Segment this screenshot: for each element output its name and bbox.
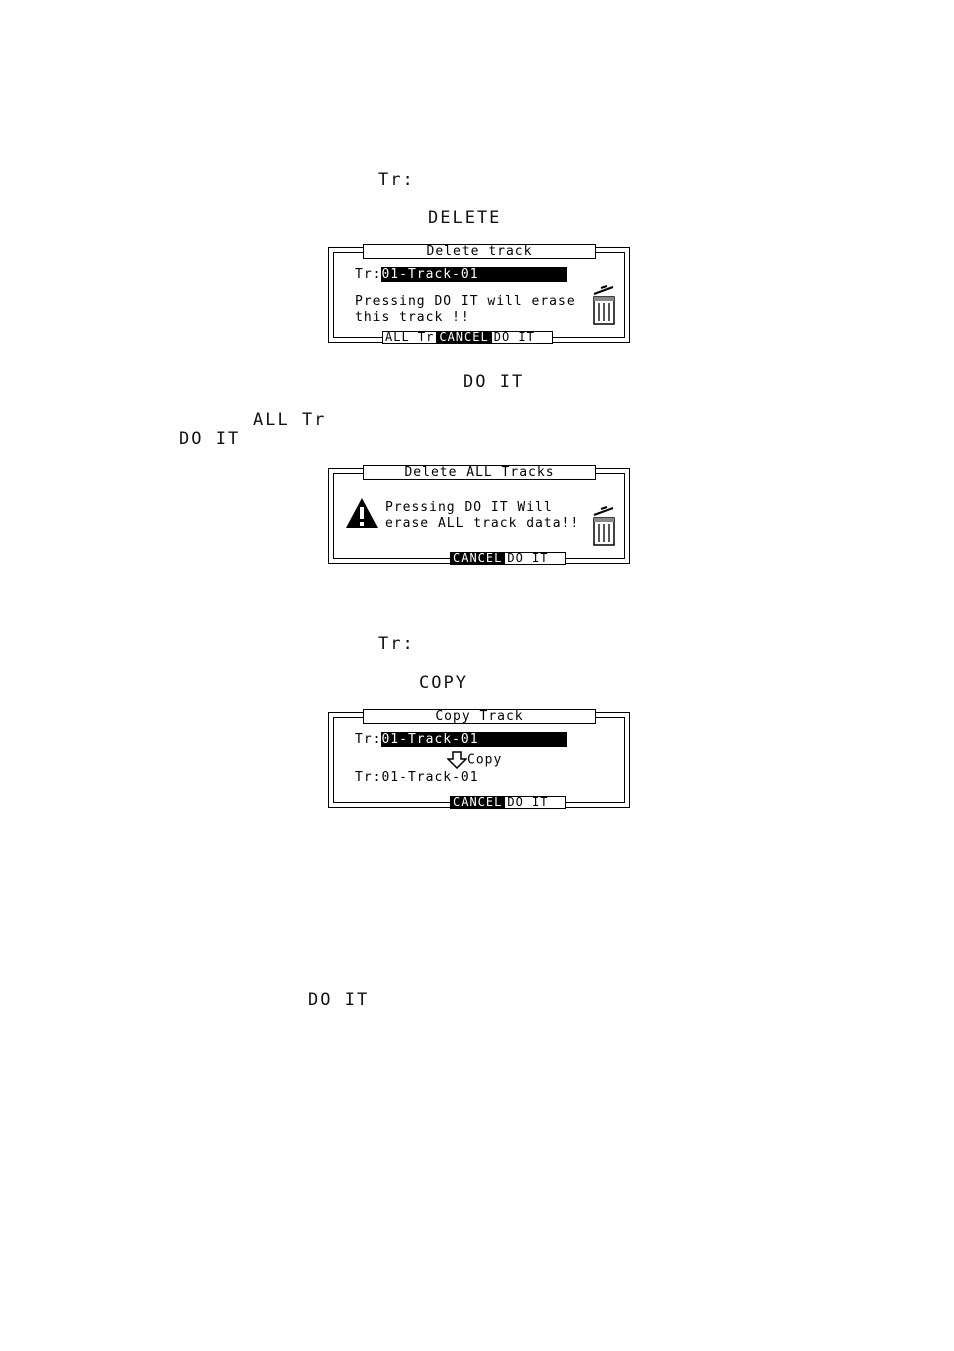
destination-track-field[interactable]: 01-Track-01 bbox=[381, 770, 479, 785]
delete-label: DELETE bbox=[428, 208, 502, 228]
softkey-bar: CANCEL DO IT bbox=[450, 796, 567, 809]
destination-track-row: Tr:01-Track-01 bbox=[355, 770, 479, 785]
all-tr-label: ALL Tr bbox=[253, 410, 327, 430]
copy-indicator: Copy bbox=[446, 751, 503, 770]
message-line-1: Pressing DO IT Will bbox=[385, 500, 553, 515]
track-select-field[interactable]: 01-Track-01 bbox=[381, 267, 568, 282]
message-line-2: erase ALL track data!! bbox=[385, 516, 580, 531]
trash-can-icon bbox=[593, 506, 615, 546]
softkey-bar: CANCEL DO IT bbox=[450, 552, 567, 565]
delete-all-tracks-screen: Delete ALL Tracks Pressing DO IT Will er… bbox=[328, 465, 630, 565]
trash-can-icon bbox=[593, 285, 615, 325]
do-it-softkey[interactable]: DO IT bbox=[504, 796, 567, 809]
screen-title: Copy Track bbox=[363, 709, 596, 724]
cancel-softkey[interactable]: CANCEL bbox=[436, 331, 492, 344]
track-label: Tr: bbox=[355, 267, 382, 282]
warning-icon bbox=[346, 498, 378, 528]
do-it-label-3: DO IT bbox=[308, 990, 370, 1010]
copy-label: COPY bbox=[419, 673, 468, 693]
message-line-2: this track !! bbox=[355, 310, 470, 325]
do-it-label-2: DO IT bbox=[179, 429, 241, 449]
softkey-bar: ALL Tr CANCEL DO IT bbox=[382, 331, 553, 344]
down-arrow-icon bbox=[446, 751, 468, 770]
do-it-softkey[interactable]: DO IT bbox=[490, 331, 553, 344]
screen-title: Delete ALL Tracks bbox=[363, 465, 596, 480]
all-tr-softkey[interactable]: ALL Tr bbox=[382, 331, 438, 344]
source-track-label: Tr: bbox=[355, 732, 382, 747]
tr-label-1: Tr: bbox=[378, 170, 415, 190]
cancel-softkey[interactable]: CANCEL bbox=[450, 796, 506, 809]
message-line-1: Pressing DO IT will erase bbox=[355, 294, 576, 309]
source-track-row: Tr:01-Track-01 bbox=[355, 732, 568, 747]
destination-track-label: Tr: bbox=[355, 770, 382, 785]
copy-track-screen: Copy Track Tr:01-Track-01 Copy Tr:01-Tra… bbox=[328, 709, 630, 809]
delete-track-screen: Delete track Tr:01-Track-01 Pressing DO … bbox=[328, 244, 630, 344]
source-track-field[interactable]: 01-Track-01 bbox=[381, 732, 568, 747]
tr-label-2: Tr: bbox=[378, 634, 415, 654]
cancel-softkey[interactable]: CANCEL bbox=[450, 552, 506, 565]
screen-title: Delete track bbox=[363, 244, 596, 259]
do-it-softkey[interactable]: DO IT bbox=[504, 552, 567, 565]
do-it-label-1: DO IT bbox=[463, 372, 525, 392]
track-row: Tr:01-Track-01 bbox=[355, 267, 568, 282]
copy-text: Copy bbox=[467, 752, 503, 768]
